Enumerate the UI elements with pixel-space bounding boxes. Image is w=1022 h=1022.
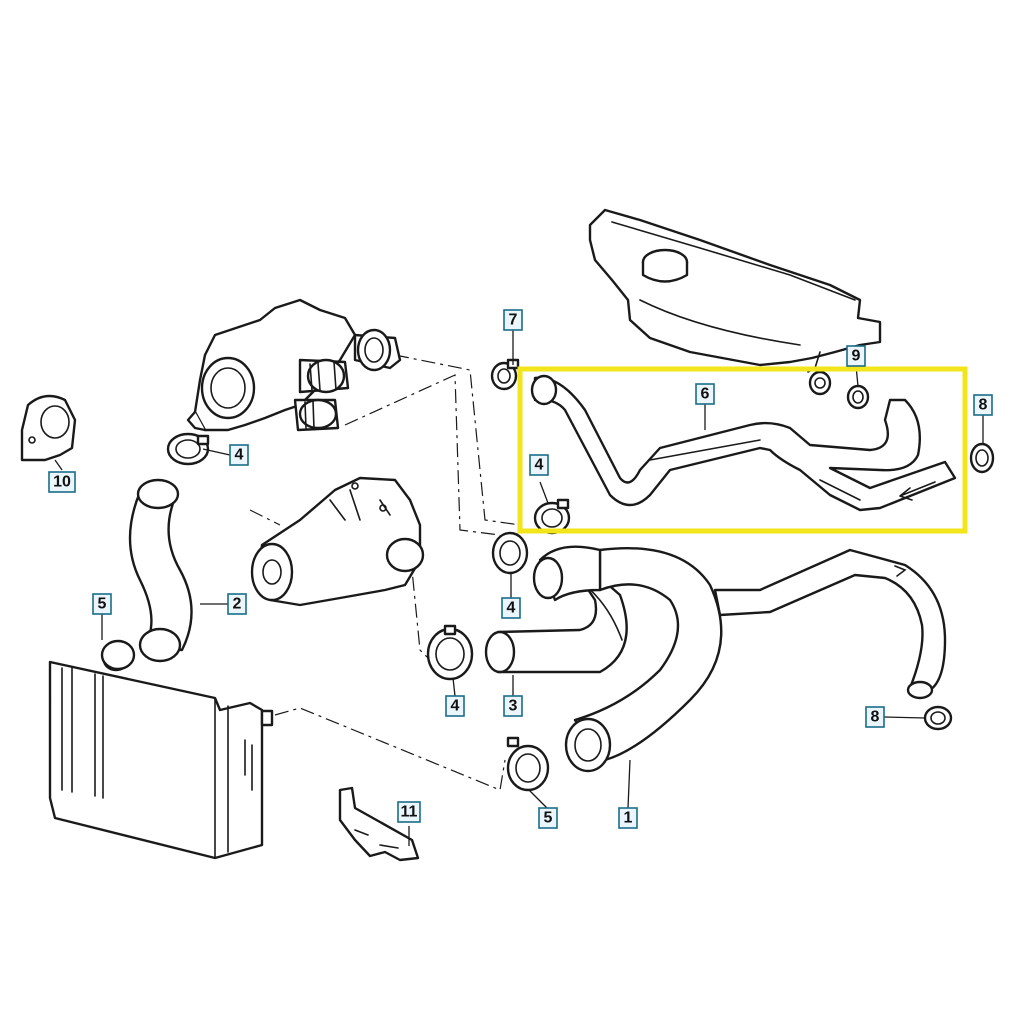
callout-11-text: 11 bbox=[401, 804, 418, 821]
callout-5a-text: 5 bbox=[98, 596, 107, 613]
callout-11: 11 bbox=[397, 801, 421, 823]
clamp-5a bbox=[100, 639, 136, 671]
callout-5-lower: 5 bbox=[538, 807, 558, 829]
bracket-11 bbox=[338, 786, 420, 862]
callout-4-middle: 4 bbox=[501, 597, 521, 619]
hose-2 bbox=[128, 478, 193, 663]
assembly-lines bbox=[249, 354, 521, 791]
callout-10-text: 10 bbox=[53, 474, 71, 491]
callout-7-text: 7 bbox=[509, 312, 518, 329]
hose-1 bbox=[532, 545, 723, 773]
callout-4-thermostat: 4 bbox=[229, 444, 249, 466]
callout-4b-text: 4 bbox=[535, 457, 544, 474]
callout-3: 3 bbox=[503, 695, 523, 717]
radiator bbox=[48, 648, 274, 860]
callout-10: 10 bbox=[48, 471, 76, 493]
callout-5b-text: 5 bbox=[544, 810, 553, 827]
callout-2: 2 bbox=[227, 593, 247, 615]
clamp-4b bbox=[533, 498, 571, 535]
clamp-4a bbox=[166, 432, 210, 466]
clamp-8b bbox=[923, 705, 953, 731]
callout-5-radiator: 5 bbox=[92, 593, 112, 615]
callout-4c-text: 4 bbox=[507, 600, 516, 617]
expansion-tank bbox=[588, 208, 882, 373]
bracket-10 bbox=[20, 394, 77, 462]
highlight-frame bbox=[517, 366, 968, 534]
callout-9-text: 9 bbox=[852, 348, 861, 365]
clamp-8a bbox=[969, 442, 995, 474]
callout-8a-text: 8 bbox=[979, 397, 988, 414]
callout-4d-text: 4 bbox=[451, 698, 460, 715]
callout-4a-text: 4 bbox=[235, 447, 244, 464]
clamp-4d bbox=[426, 624, 474, 681]
callout-2-text: 2 bbox=[233, 596, 242, 613]
clamp-5b bbox=[506, 736, 550, 792]
callout-7: 7 bbox=[503, 309, 523, 331]
callout-4-upper: 4 bbox=[529, 454, 549, 476]
heater-pipe bbox=[713, 548, 947, 700]
plug-9 bbox=[808, 370, 832, 396]
clamp-9 bbox=[846, 384, 870, 410]
thermostat-housing bbox=[186, 298, 402, 432]
hose-6 bbox=[530, 374, 957, 512]
callout-6-text: 6 bbox=[701, 386, 710, 403]
clamps bbox=[100, 358, 995, 792]
callout-9: 9 bbox=[846, 345, 866, 367]
callout-4-lower: 4 bbox=[445, 695, 465, 717]
callout-8-lower: 8 bbox=[865, 706, 885, 728]
callout-3-text: 3 bbox=[509, 698, 518, 715]
callout-1: 1 bbox=[618, 807, 638, 829]
clamp-7 bbox=[490, 358, 520, 391]
callout-6: 6 bbox=[695, 383, 715, 405]
callout-1-text: 1 bbox=[624, 810, 633, 827]
clamp-4c bbox=[491, 531, 529, 575]
callout-8b-text: 8 bbox=[871, 709, 880, 726]
leader-lines bbox=[54, 330, 984, 846]
callout-8-right: 8 bbox=[973, 394, 993, 416]
water-pump bbox=[250, 476, 425, 607]
